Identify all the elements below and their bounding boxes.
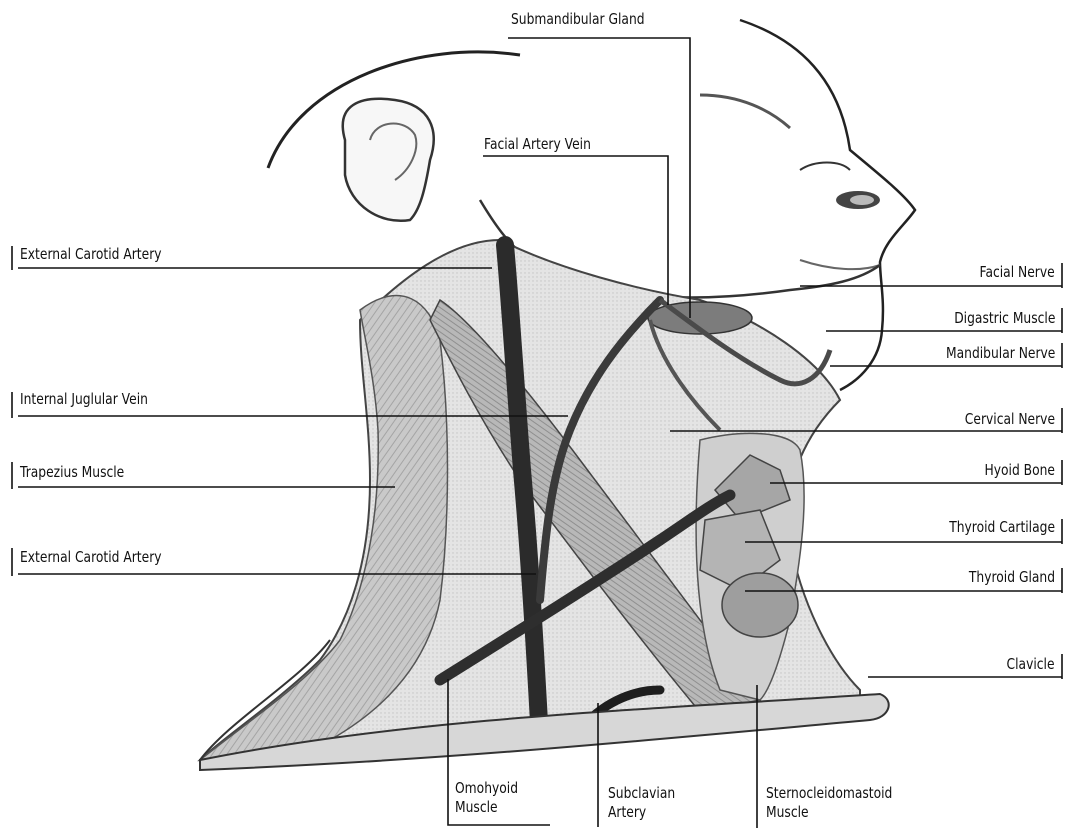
label-clavicle: Clavicle xyxy=(1007,655,1055,673)
label-subclavian-line1: Subclavian xyxy=(608,784,675,803)
label-trapezius-muscle: Trapezius Muscle xyxy=(20,463,124,481)
label-external-carotid-artery-top: External Carotid Artery xyxy=(20,245,162,263)
eye xyxy=(800,163,850,171)
label-cervical-nerve: Cervical Nerve xyxy=(965,410,1055,428)
label-subclavian-line2: Artery xyxy=(608,803,675,822)
ear xyxy=(343,99,434,221)
label-omohyoid-line2: Muscle xyxy=(455,798,518,817)
label-thyroid-gland: Thyroid Gland xyxy=(969,568,1055,586)
label-digastric-muscle: Digastric Muscle xyxy=(954,309,1055,327)
label-sternocleidomastoid-muscle: Sternocleidomastoid Muscle xyxy=(766,784,892,822)
label-sternocleidomastoid-line2: Muscle xyxy=(766,803,892,822)
brow xyxy=(700,95,790,128)
label-mandibular-nerve: Mandibular Nerve xyxy=(946,344,1055,362)
label-facial-artery-vein: Facial Artery Vein xyxy=(484,135,591,153)
label-sternocleidomastoid-line1: Sternocleidomastoid xyxy=(766,784,892,803)
lips xyxy=(800,260,880,269)
label-facial-nerve: Facial Nerve xyxy=(980,263,1055,281)
label-submandibular-gland: Submandibular Gland xyxy=(511,10,645,28)
thyroid-gland-shape xyxy=(722,573,798,637)
label-hyoid-bone: Hyoid Bone xyxy=(984,461,1055,479)
label-omohyoid-muscle: Omohyoid Muscle xyxy=(455,779,518,817)
label-subclavian-artery: Subclavian Artery xyxy=(608,784,675,822)
label-external-carotid-artery-bottom: External Carotid Artery xyxy=(20,548,162,566)
label-omohyoid-line1: Omohyoid xyxy=(455,779,518,798)
label-internal-jugular-vein: Internal Juglular Vein xyxy=(20,390,148,408)
label-thyroid-cartilage: Thyroid Cartilage xyxy=(949,518,1055,536)
